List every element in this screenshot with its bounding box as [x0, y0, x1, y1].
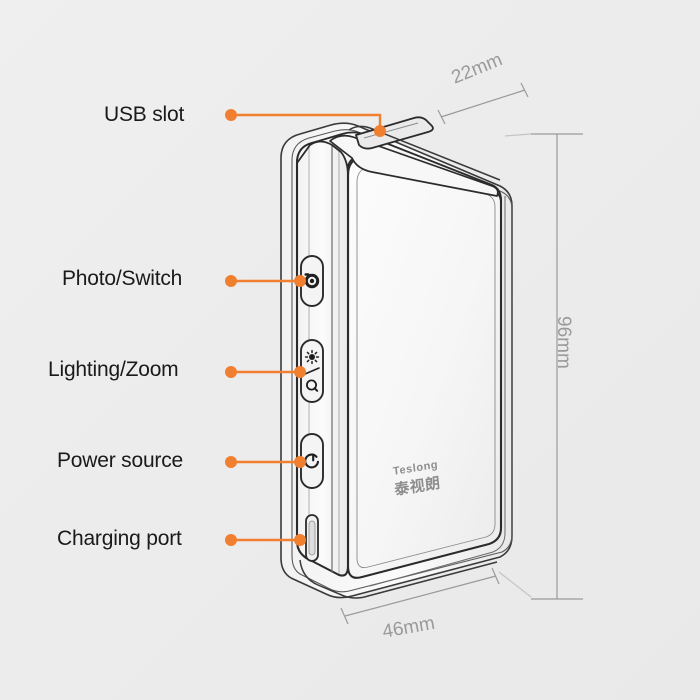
leader-dot-lighting-end: [294, 366, 306, 378]
leader-dot-power-start: [225, 456, 237, 468]
charging-port-inner: [308, 520, 316, 556]
charging-port-slot[interactable]: [305, 514, 319, 562]
leader-dot-charging-start: [225, 534, 237, 546]
leader-dot-photo-end: [294, 275, 306, 287]
device-controls: [300, 255, 324, 562]
leader-dot-charging-end: [294, 534, 306, 546]
usb-slot-inner-line: [363, 122, 419, 139]
leader-dot-usb-end: [374, 125, 386, 137]
callout-label-usb-slot: USB slot: [104, 103, 185, 126]
callout-label-photo-switch: Photo/Switch: [62, 267, 183, 290]
leader-dot-photo-start: [225, 275, 237, 287]
device-inner-shell-outline: [291, 129, 513, 593]
callout-label-power-source: Power source: [57, 449, 183, 472]
dimension-22mm-line: [437, 82, 529, 125]
callout-label-lighting-zoom: Lighting/Zoom: [48, 358, 179, 381]
leader-dot-power-end: [294, 456, 306, 468]
device-rear-right-curve: [369, 196, 506, 587]
brightness-icon: [304, 349, 320, 365]
photo-button[interactable]: [300, 255, 324, 307]
callout-label-charging-port: Charging port: [57, 527, 182, 550]
brand-logo: Teslong 泰视朗: [392, 459, 442, 500]
callout-leaders: [225, 109, 386, 546]
device-top-rim: [348, 125, 501, 181]
usb-slot-opening: [355, 116, 434, 150]
device-top-plate: [329, 134, 499, 197]
lighting-zoom-button[interactable]: [300, 339, 324, 403]
icon-divider-slash: [304, 367, 320, 375]
device-bottom-edge: [299, 559, 498, 599]
leader-dot-usb-start: [225, 109, 237, 121]
dimension-label-96mm: 96mm: [553, 316, 574, 369]
leader-dot-lighting-start: [225, 366, 237, 378]
dimension-lines: [340, 82, 583, 625]
dimension-46mm-line: [340, 567, 500, 625]
magnifier-icon: [306, 379, 319, 392]
dimension-96mm-line: [498, 133, 583, 600]
camera-icon: [304, 273, 320, 289]
device-front-face: [346, 154, 503, 579]
power-button[interactable]: [300, 433, 324, 489]
